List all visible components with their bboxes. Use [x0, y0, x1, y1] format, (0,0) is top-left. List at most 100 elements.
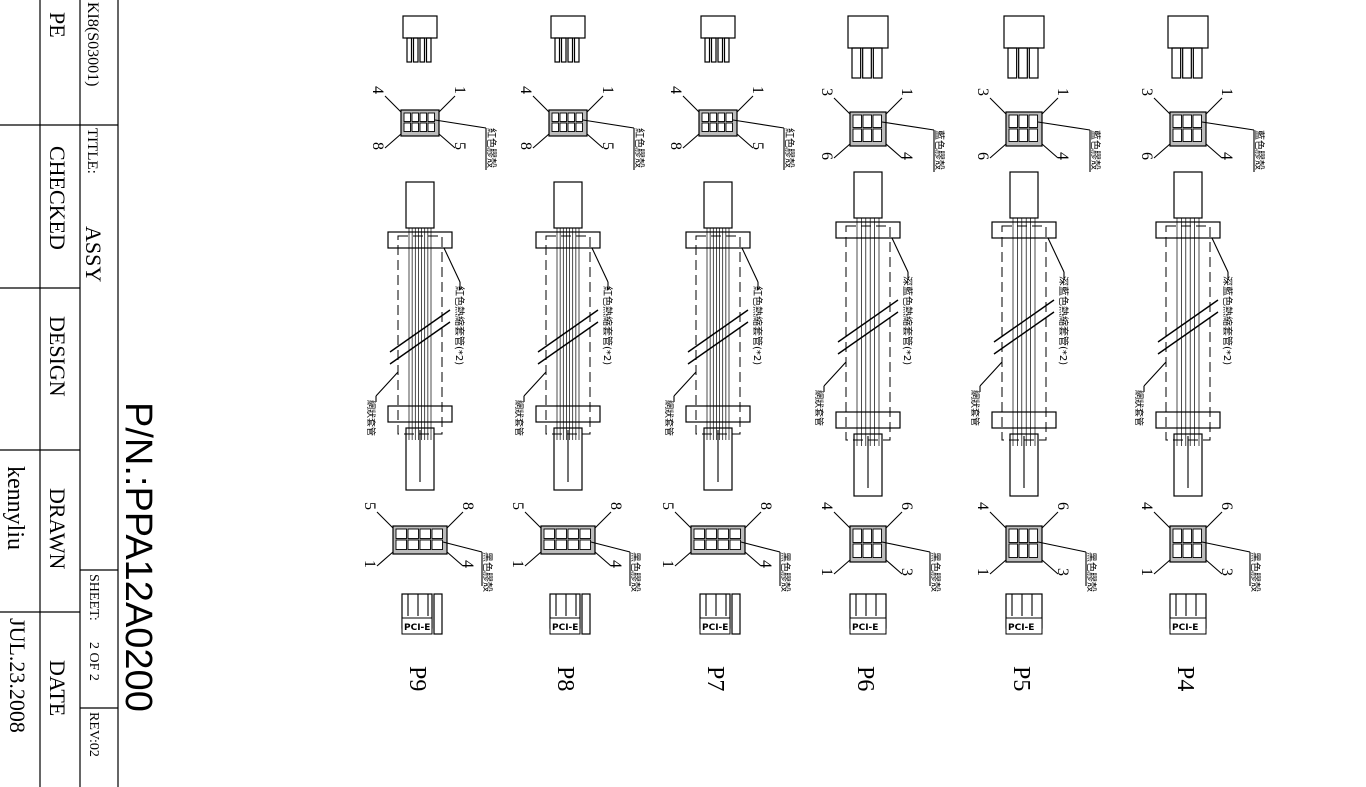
pin-leader: [989, 559, 1007, 575]
top-housing: [550, 15, 586, 39]
pin-cavity: [1192, 528, 1202, 543]
pin-leader: [438, 95, 456, 113]
note-leader: [881, 121, 935, 131]
break-mark: [993, 299, 1055, 343]
mesh-note: 網狀套管: [513, 400, 525, 436]
pin-leader: [384, 95, 402, 113]
note-leader: [1143, 361, 1167, 387]
pin-leader: [885, 143, 903, 159]
top-prong: [567, 37, 574, 63]
note-leader: [434, 119, 487, 129]
pin-number: 6: [974, 152, 991, 160]
pin-number: 1: [818, 568, 835, 576]
pin-leader: [532, 95, 550, 113]
pin-cavity: [1008, 128, 1018, 142]
pin-cavity: [1028, 128, 1038, 142]
heat-shrink-bottom: [387, 405, 453, 423]
pin-cavity: [567, 112, 575, 122]
heat-shrink-bottom: [535, 405, 601, 423]
pin-cavity: [872, 528, 882, 543]
pin-cavity: [852, 528, 862, 543]
pin-number: 4: [667, 86, 684, 94]
note-leader: [1201, 121, 1255, 131]
top-housing: [402, 15, 438, 39]
pin-cavity: [701, 112, 709, 122]
heat-shrink-top: [387, 231, 453, 249]
note-leader: [881, 541, 931, 553]
pin-number: 4: [757, 560, 774, 568]
break-mark: [993, 311, 1055, 355]
drawn-value: kennyliu: [2, 466, 28, 550]
heat-shrink-bottom: [685, 405, 751, 423]
pin-number: 3: [1138, 88, 1155, 96]
date-value: JUL.23.2008: [5, 618, 30, 733]
pin-leader: [384, 133, 402, 149]
pin-cavity: [729, 539, 741, 550]
pin-leader: [524, 511, 542, 529]
sleeve-note: 紅色熱縮套管(*2): [601, 286, 614, 365]
bottom-housing-note: 黑色膠殼: [779, 552, 792, 592]
pin-number: 1: [1054, 88, 1071, 96]
pin-cavity: [705, 539, 717, 550]
bottom-plug-body: [853, 433, 883, 497]
pin-cavity: [551, 112, 559, 122]
bottom-housing-note: 黑色膠殼: [1085, 552, 1098, 592]
pin-cavity: [567, 122, 575, 132]
pin-cavity: [559, 112, 567, 122]
note-leader: [523, 371, 547, 397]
bottom-plug-body: [553, 427, 583, 491]
pin-number: 4: [607, 560, 624, 568]
pcie-label: PCI-E: [702, 623, 728, 633]
title-label: TITLE:: [84, 128, 100, 174]
pin-cavity: [567, 528, 579, 539]
pin-cavity: [411, 122, 419, 132]
top-plug-body: [553, 181, 583, 229]
heat-shrink-top: [685, 231, 751, 249]
pin-number: 1: [599, 86, 616, 94]
doc-code: KI8(S03001): [84, 2, 101, 86]
pcie-label: PCI-E: [1172, 623, 1198, 633]
checked-label: CHECKED: [45, 146, 70, 250]
pin-cavity: [717, 122, 725, 132]
pin-number: 1: [659, 560, 676, 568]
pin-leader: [1205, 143, 1223, 159]
pcie-label-box: [849, 617, 887, 635]
pin-number: 1: [1138, 568, 1155, 576]
pin-number: 3: [974, 88, 991, 96]
top-plug-body: [1009, 171, 1039, 219]
pin-number: 1: [1218, 88, 1235, 96]
bottom-housing-note: 黑色膠殼: [929, 552, 942, 592]
top-housing-note: 藍色膠殼: [933, 130, 946, 170]
pin-number: 8: [459, 502, 476, 510]
pin-number: 1: [509, 560, 526, 568]
bottom-plug-body: [405, 427, 435, 491]
pin-leader: [736, 133, 754, 149]
pin-cavity: [427, 112, 435, 122]
top-prong: [554, 37, 561, 63]
pin-leader: [376, 511, 394, 529]
break-mark: [837, 299, 899, 343]
pcie-label-box: [401, 617, 433, 635]
note-leader: [442, 541, 483, 553]
pin-cavity: [567, 539, 579, 550]
break-mark: [837, 311, 899, 355]
pin-cavity: [693, 539, 705, 550]
note-leader: [740, 541, 781, 553]
sleeve-note: 深藍色熱縮套管(*2): [1221, 276, 1234, 365]
break-mark: [1157, 299, 1219, 343]
pin-cavity: [407, 539, 419, 550]
top-prong: [1171, 47, 1182, 79]
pin-number: 1: [451, 86, 468, 94]
date-label: DATE: [45, 660, 70, 716]
pin-cavity: [419, 539, 431, 550]
pin-cavity: [419, 122, 427, 132]
note-leader: [582, 119, 635, 129]
pin-cavity: [725, 122, 733, 132]
sleeve-note: 深藍色熱縮套管(*2): [1057, 276, 1070, 365]
pin-leader: [885, 97, 903, 115]
pin-cavity: [1028, 543, 1038, 558]
pin-cavity: [709, 112, 717, 122]
